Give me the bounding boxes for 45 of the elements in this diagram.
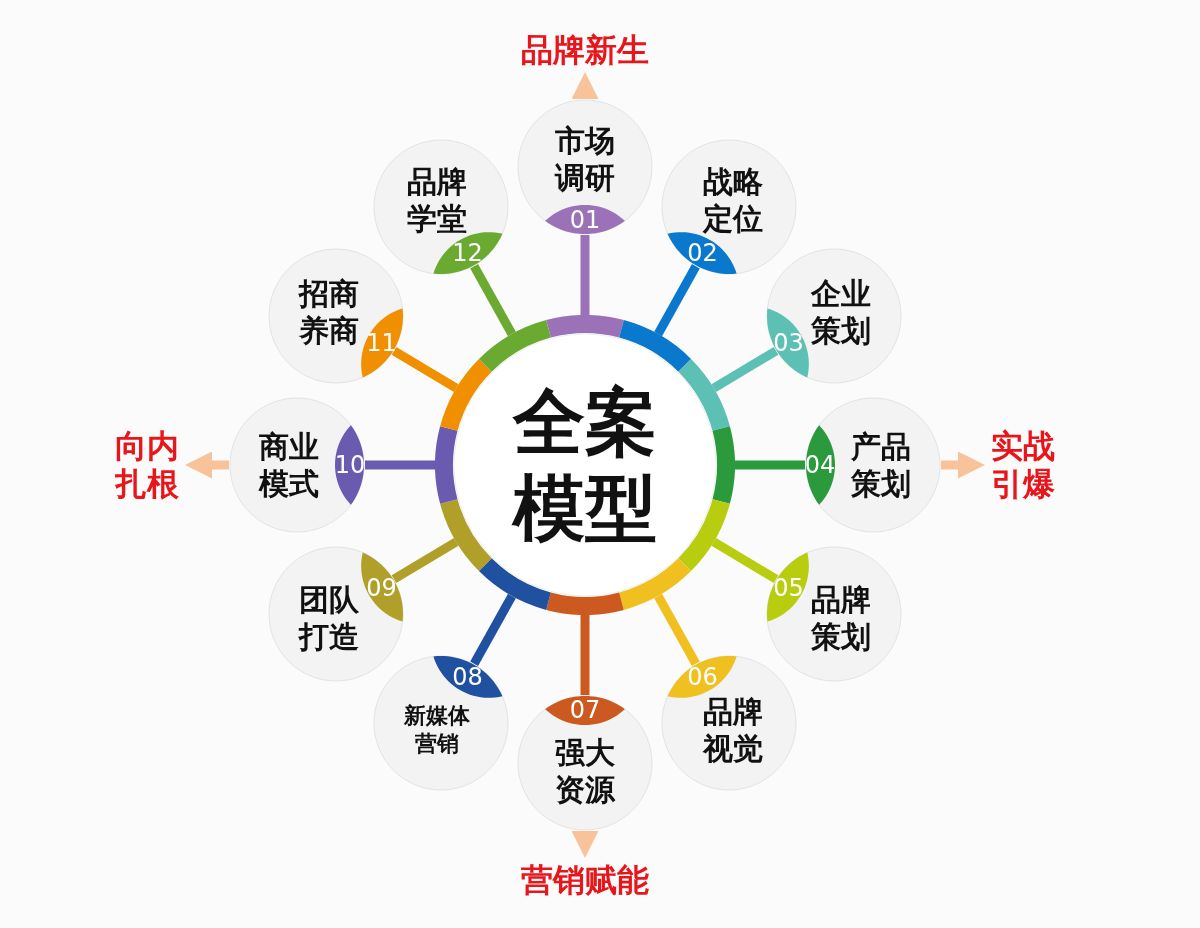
arrow <box>571 831 599 858</box>
number-label: 11 <box>366 329 397 356</box>
topic-label: 商业模式 <box>257 428 320 502</box>
spoke-line <box>470 264 516 337</box>
topic-label: 产品策划 <box>850 428 912 502</box>
outcome-label: 营销赋能 <box>521 861 649 899</box>
spoke-line <box>391 538 459 583</box>
number-label: 04 <box>804 452 836 478</box>
topic-label: 团队打造 <box>297 581 360 655</box>
topic-label: 品牌视觉 <box>701 693 764 767</box>
arrow <box>941 451 985 479</box>
topic-label: 品牌学堂 <box>406 163 468 237</box>
number-label: 12 <box>452 239 483 266</box>
topic-label: 强大资源 <box>554 734 616 808</box>
spoke-line <box>654 264 700 337</box>
number-label: 08 <box>452 664 483 691</box>
spoke-line <box>580 235 590 315</box>
center-title: 全案模型 <box>510 379 658 551</box>
spoke-line <box>735 460 805 470</box>
spoke-line <box>580 615 590 695</box>
number-label: 05 <box>773 574 804 601</box>
number-label: 02 <box>687 239 718 266</box>
number-label: 09 <box>366 574 397 601</box>
outcome-label: 实战引爆 <box>988 427 1058 503</box>
spoke-line <box>391 347 459 392</box>
spoke-line <box>654 593 700 666</box>
topic-label: 招商养商 <box>297 275 360 349</box>
spoke-line <box>711 347 779 392</box>
number-label: 10 <box>334 452 366 478</box>
spoke-line <box>711 538 779 583</box>
topic-label: 品牌策划 <box>810 581 873 655</box>
number-label: 06 <box>687 664 718 691</box>
spoke-line <box>365 460 435 470</box>
arrow <box>571 72 599 99</box>
number-label: 07 <box>569 697 601 723</box>
number-label: 01 <box>569 207 601 233</box>
spoke-line <box>470 593 516 666</box>
topic-label: 战略定位 <box>701 163 764 237</box>
number-label: 03 <box>773 329 804 356</box>
topic-label: 企业策划 <box>810 275 873 349</box>
outcome-label: 品牌新生 <box>521 31 649 69</box>
outcome-label: 向内扎根 <box>112 427 182 503</box>
topic-label: 新媒体营销 <box>403 702 471 758</box>
arrow <box>185 451 229 479</box>
topic-label: 市场调研 <box>553 122 616 196</box>
